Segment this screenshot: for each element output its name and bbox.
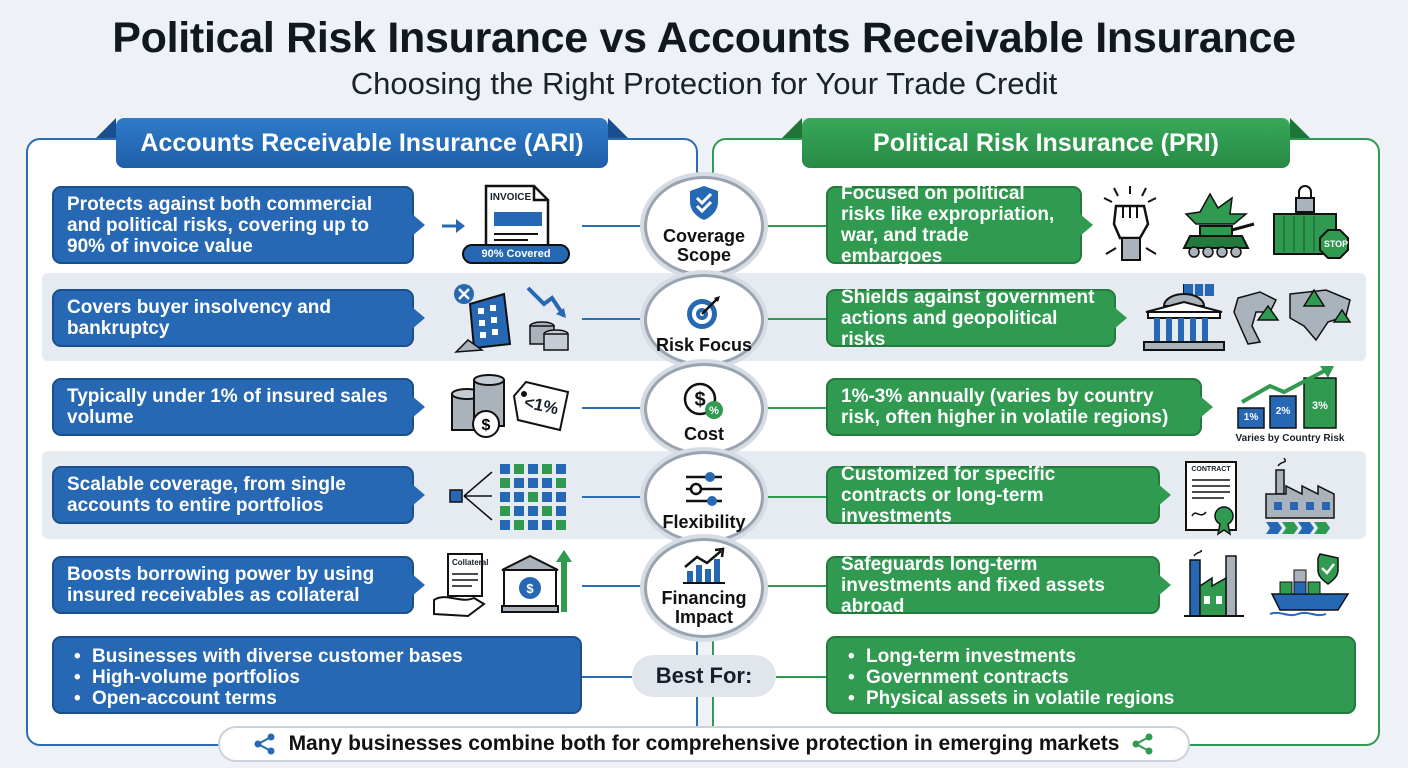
bar-label: 1% [1243, 412, 1259, 423]
ari-tab-ear [96, 118, 116, 138]
connector [776, 676, 826, 678]
ari-panel-title: Accounts Receivable Insurance (ARI) [116, 118, 608, 168]
best-for-label: Best For: [632, 655, 776, 697]
connector [764, 225, 826, 227]
svg-text:$: $ [694, 389, 705, 411]
ari-risk-text: Covers buyer insolvency and bankruptcy [52, 289, 425, 347]
country-risk-caption: Varies by Country Risk [1235, 433, 1345, 444]
bar-label: 2% [1275, 406, 1291, 417]
list-item: Businesses with diverse customer bases [68, 646, 566, 667]
ari-flexibility-text: Scalable coverage, from single accounts … [52, 466, 425, 524]
stop-sign-label: STOP [1323, 239, 1349, 249]
pri-cost-text: 1%-3% annually (varies by country risk, … [826, 378, 1213, 436]
sliders-icon [686, 472, 722, 506]
list-item: Open-account terms [68, 688, 566, 709]
coins-tag-icon: $ <1% [448, 372, 572, 440]
pri-flexibility-text: Customized for specific contracts or lon… [826, 464, 1171, 527]
ari-tab-ear-right [608, 118, 628, 138]
risk-focus-label: Risk Focus [655, 335, 753, 355]
list-item: Long-term investments [842, 646, 1340, 667]
invoice-icon: INVOICE 90% Covered [458, 184, 574, 266]
list-item: High-volume portfolios [68, 667, 566, 688]
grid-portfolio-icon [449, 464, 566, 530]
collateral-doc-label: Collateral [452, 558, 489, 567]
fist-tank-container-icon: STOP [1096, 184, 1358, 266]
arrow-right-icon [442, 219, 465, 233]
pri-coverage-text: Focused on political risks like expropri… [826, 183, 1093, 267]
connector [764, 407, 826, 409]
invoice-title: INVOICE [490, 192, 532, 203]
pri-tab-ear [782, 118, 802, 138]
pri-best-for-list: Long-term investments Government contrac… [826, 636, 1356, 714]
connector [582, 318, 644, 320]
page-title: Political Risk Insurance vs Accounts Rec… [112, 14, 1296, 62]
connector [582, 225, 644, 227]
factory-ship-icon [1184, 550, 1350, 617]
dollar-coin-icon: $ % [683, 382, 723, 419]
contract-factory-icon: CONTRACT [1180, 457, 1358, 536]
risk-focus-node: Risk Focus [644, 274, 764, 366]
footer-text: Many businesses combine both for compreh… [288, 732, 1120, 755]
ari-coverage-text: Protects against both commercial and pol… [52, 186, 425, 264]
flexibility-label: Flexibility [662, 512, 746, 532]
connector [582, 585, 644, 587]
pri-risk-text: Shields against government actions and g… [826, 287, 1127, 350]
bar-label: 3% [1312, 400, 1328, 412]
share-network-icon [254, 733, 275, 755]
connector [764, 496, 826, 498]
cost-label: Cost [684, 424, 724, 444]
pri-tab-ear-right [1290, 118, 1310, 138]
ari-best-for-list: Businesses with diverse customer bases H… [52, 636, 582, 714]
flexibility-node: Flexibility [644, 451, 764, 543]
list-item: Physical assets in volatile regions [842, 688, 1340, 709]
coverage-scope-label: Coverage Scope [662, 226, 746, 265]
cost-node: $ % Cost [644, 363, 764, 455]
ari-cost-text: Typically under 1% of insured sales volu… [52, 378, 425, 436]
connector [582, 496, 644, 498]
svg-text:$: $ [526, 581, 534, 596]
coverage-scope-node: Coverage Scope [644, 176, 764, 276]
target-icon [687, 296, 720, 329]
share-network-icon [1132, 733, 1153, 755]
shield-check-icon [690, 186, 718, 220]
rising-bars-icon: 1% 2% 3% Varies by Country Risk [1222, 364, 1358, 448]
connector [582, 407, 644, 409]
pri-financing-text: Safeguards long-term investments and fix… [826, 554, 1171, 617]
coverage-badge: 90% Covered [462, 244, 570, 264]
connector [582, 676, 632, 678]
financing-impact-node: Financing Impact [644, 538, 764, 638]
pri-panel-title: Political Risk Insurance (PRI) [802, 118, 1290, 168]
government-map-icon [1143, 284, 1352, 351]
footer-note: Many businesses combine both for compreh… [218, 726, 1190, 762]
collapsing-building-icon [454, 284, 569, 353]
financing-impact-label: Financing Impact [661, 588, 747, 627]
contract-doc-label: CONTRACT [1191, 466, 1231, 473]
collateral-bank-icon: $ Collateral [432, 548, 574, 620]
page-subtitle: Choosing the Right Protection for Your T… [350, 66, 1058, 101]
svg-text:$: $ [482, 417, 491, 434]
connector [764, 585, 826, 587]
connector [764, 318, 826, 320]
ari-financing-text: Boosts borrowing power by using insured … [52, 556, 425, 614]
growth-chart-icon [683, 547, 725, 584]
list-item: Government contracts [842, 667, 1340, 688]
svg-text:%: % [709, 405, 719, 417]
